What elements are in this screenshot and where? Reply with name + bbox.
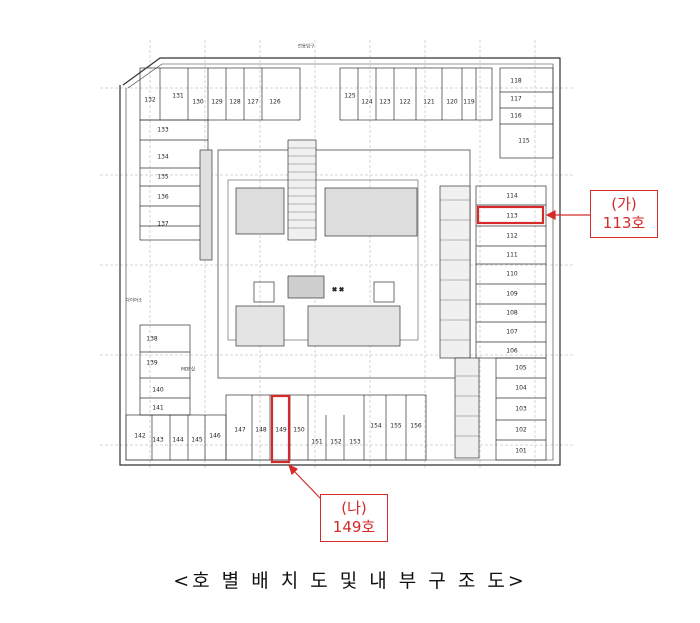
room-118: 118: [510, 78, 522, 85]
room-114: 114: [506, 193, 518, 200]
room-144: 144: [172, 437, 184, 444]
room-128: 128: [229, 99, 241, 106]
room-143: 143: [152, 437, 164, 444]
room-122: 122: [399, 99, 411, 106]
room-102: 102: [515, 427, 527, 434]
left-column-rooms: [139, 119, 209, 416]
room-111: 111: [506, 252, 518, 259]
room-117: 117: [510, 96, 522, 103]
room-106: 106: [506, 348, 518, 355]
room-131: 131: [172, 93, 184, 100]
room-115: 115: [518, 138, 530, 145]
room-112: 112: [506, 233, 518, 240]
room-134: 134: [157, 154, 169, 161]
room-136: 136: [157, 194, 169, 201]
callout-na-label: (나): [341, 499, 367, 517]
room-126: 126: [269, 99, 281, 106]
room-127: 127: [247, 99, 259, 106]
room-141: 141: [152, 405, 164, 412]
room-154: 154: [370, 423, 382, 430]
room-139: 139: [146, 360, 158, 367]
left-label-1: 다이어소: [126, 297, 143, 304]
room-142: 142: [134, 433, 146, 440]
room-119: 119: [463, 99, 475, 106]
room-103: 103: [515, 406, 527, 413]
room-145: 145: [191, 437, 203, 444]
room-labels: 132 131 130 129 128 127 126 125 124 123 …: [126, 43, 530, 455]
room-107: 107: [506, 329, 518, 336]
room-133: 133: [157, 127, 169, 134]
room-147: 147: [234, 427, 246, 434]
room-137: 137: [157, 221, 169, 228]
room-153: 153: [349, 439, 361, 446]
room-125: 125: [344, 93, 356, 100]
right-column-rooms: [475, 185, 547, 461]
grid-lines: [100, 40, 575, 470]
left-label-2: MDF실: [181, 366, 195, 373]
stair-hatching: [288, 147, 479, 437]
room-150: 150: [293, 427, 305, 434]
figure-caption: <호 별 배 치 도 및 내 부 구 조 도>: [173, 570, 527, 592]
room-148: 148: [255, 427, 267, 434]
callout-ga-label: (가): [611, 195, 637, 213]
room-109: 109: [506, 291, 518, 298]
room-116: 116: [510, 113, 522, 120]
room-101: 101: [515, 448, 527, 455]
room-138: 138: [146, 336, 158, 343]
room-132: 132: [144, 97, 156, 104]
top-row-rooms: [139, 67, 554, 159]
room-149: 149: [275, 427, 287, 434]
room-151: 151: [311, 439, 323, 446]
room-108: 108: [506, 310, 518, 317]
room-135: 135: [157, 174, 169, 181]
room-130: 130: [192, 99, 204, 106]
callout-ga-unit: 113호: [602, 214, 646, 232]
room-104: 104: [515, 385, 527, 392]
top-entrance-label: 전용입구: [298, 43, 315, 50]
room-146: 146: [209, 433, 221, 440]
callout-arrows: [287, 210, 590, 499]
svg-text:✖ ✖: ✖ ✖: [332, 287, 344, 294]
callout-ga: (가) 113호: [590, 190, 658, 238]
highlight-149: [270, 394, 291, 464]
room-121: 121: [423, 99, 435, 106]
highlights: [270, 205, 545, 464]
room-156: 156: [410, 423, 422, 430]
room-110: 110: [506, 271, 518, 278]
highlight-113: [476, 205, 545, 225]
room-120: 120: [446, 99, 458, 106]
room-123: 123: [379, 99, 391, 106]
room-140: 140: [152, 387, 164, 394]
room-124: 124: [361, 99, 373, 106]
room-129: 129: [211, 99, 223, 106]
room-152: 152: [330, 439, 342, 446]
callout-na: (나) 149호: [320, 494, 388, 542]
room-113: 113: [506, 213, 518, 220]
callout-na-unit: 149호: [332, 518, 376, 536]
room-155: 155: [390, 423, 402, 430]
atrium-core: ✖ ✖: [199, 139, 480, 459]
room-105: 105: [515, 365, 527, 372]
